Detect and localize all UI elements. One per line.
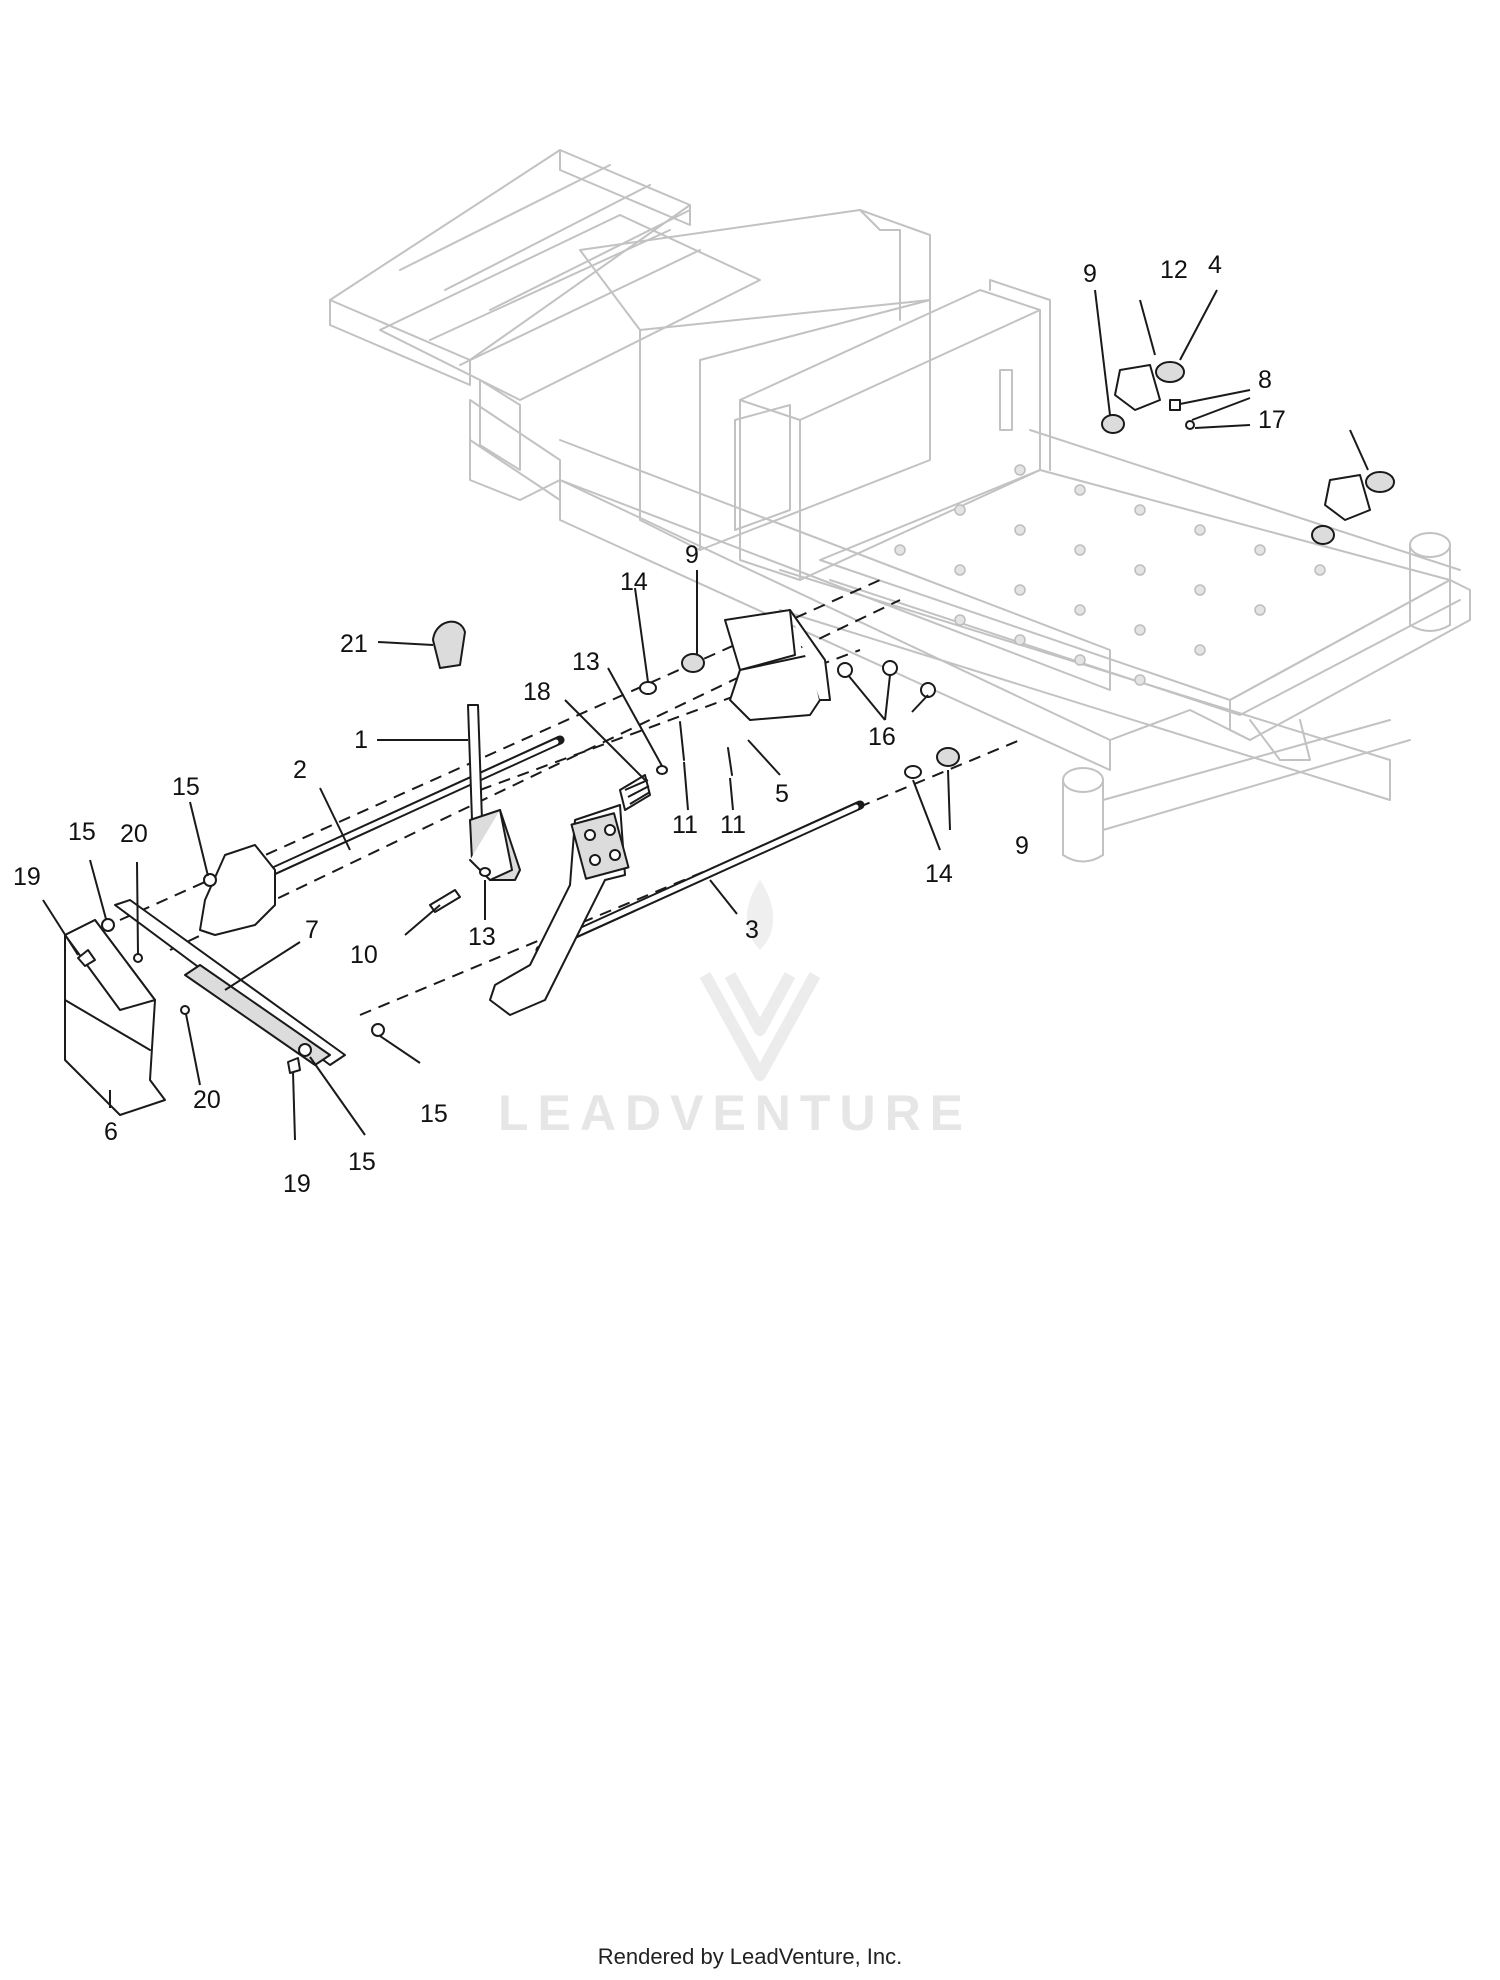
part-washer-14a <box>639 681 657 695</box>
callout-11b: 11 <box>720 811 746 839</box>
callout-15c: 15 <box>420 1100 448 1128</box>
callout-19b: 19 <box>283 1170 311 1198</box>
part-nut-16a <box>837 662 853 678</box>
callout-18: 18 <box>523 678 551 706</box>
leader-lines <box>42 289 1251 1141</box>
part-bracket-5-upper <box>724 609 796 671</box>
part-washer-15b <box>203 873 217 887</box>
part-pin-20a <box>133 953 143 963</box>
part-washer-14b <box>904 765 922 779</box>
part-pin-20b <box>180 1005 190 1015</box>
callout-11a: 11 <box>672 811 698 839</box>
callout-9c: 9 <box>1015 832 1029 860</box>
part-bushing-9d <box>1311 525 1335 545</box>
part-spacer-8 <box>1169 399 1181 411</box>
callout-15d: 15 <box>348 1148 376 1176</box>
callout-14b: 14 <box>925 860 953 888</box>
callout-14a: 14 <box>620 568 648 596</box>
callout-5: 5 <box>775 780 789 808</box>
callout-2: 2 <box>293 756 307 784</box>
part-lever-1 <box>467 704 483 821</box>
callout-8: 8 <box>1258 366 1272 394</box>
callout-10: 10 <box>350 941 378 969</box>
callout-4: 4 <box>1208 251 1222 279</box>
part-nut-16b <box>882 660 898 676</box>
part-washer-13b <box>479 867 491 877</box>
leadventure-logo-icon <box>699 880 821 1081</box>
part-washer-13a <box>656 765 668 775</box>
part-clip-19b <box>287 1057 301 1074</box>
part-pivot-right <box>1324 474 1371 521</box>
callout-17: 17 <box>1258 406 1286 434</box>
callout-1: 1 <box>354 726 368 754</box>
callout-13b: 13 <box>468 923 496 951</box>
floor-holes <box>894 464 1326 686</box>
callout-15b: 15 <box>68 818 96 846</box>
assembly-lines <box>119 579 1021 1016</box>
callout-9a: 9 <box>1083 260 1097 288</box>
mower-frame <box>329 149 1471 863</box>
callout-6: 6 <box>104 1118 118 1146</box>
callout-13a: 13 <box>572 648 600 676</box>
part-clip-19a <box>77 949 96 967</box>
part-knob-21 <box>432 620 466 669</box>
footer-credit: Rendered by LeadVenture, Inc. <box>597 1944 903 1969</box>
part-bolt-11a <box>679 721 685 761</box>
callouts: 1 2 3 4 5 6 7 8 9 9 9 10 11 11 12 13 13 … <box>13 251 1286 1198</box>
callout-21: 21 <box>340 630 368 658</box>
callout-20a: 20 <box>120 820 148 848</box>
callout-9b: 9 <box>685 541 699 569</box>
part-bushing-9b <box>681 653 705 673</box>
callout-7: 7 <box>305 916 319 944</box>
part-washer-15d <box>371 1023 385 1037</box>
callout-20b: 20 <box>193 1086 221 1114</box>
part-nut-16c <box>920 682 936 698</box>
callout-19a: 19 <box>13 863 41 891</box>
callout-3: 3 <box>745 916 759 944</box>
part-washer-15a <box>101 918 115 932</box>
part-bolt-11b <box>727 747 733 776</box>
watermark-brand: LEADVENTURE <box>498 1085 972 1141</box>
callout-15a: 15 <box>172 773 200 801</box>
callout-16: 16 <box>868 723 896 751</box>
part-bushing-9c <box>936 747 960 767</box>
part-pivot-4 <box>1114 364 1161 411</box>
callout-12: 12 <box>1160 256 1188 284</box>
parts <box>64 299 1395 1116</box>
part-pedal-plate <box>199 844 276 936</box>
part-bushing-9a <box>1101 414 1125 434</box>
part-washer-15c <box>298 1043 312 1057</box>
part-clip-17 <box>1185 420 1195 430</box>
